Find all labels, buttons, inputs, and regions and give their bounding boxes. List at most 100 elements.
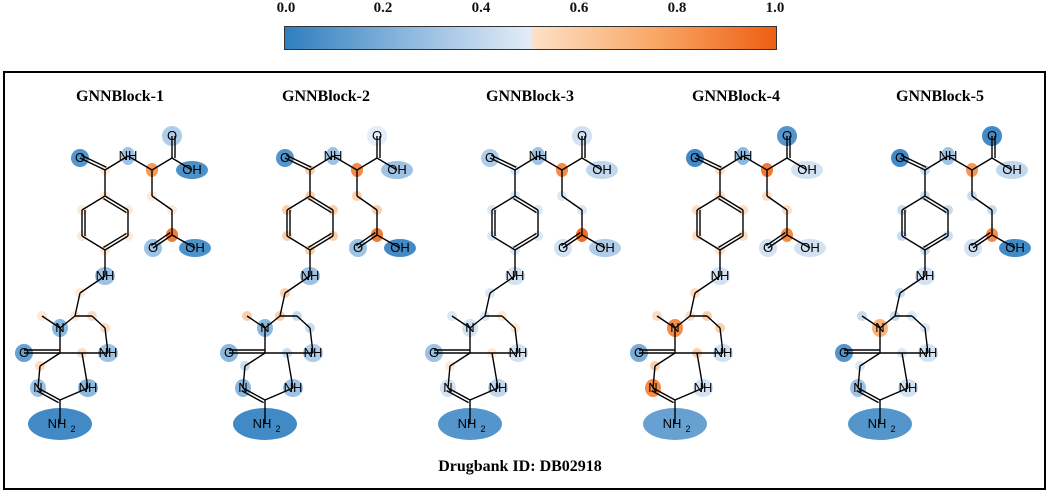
bond [656,315,676,329]
atom-label: OH [1005,240,1025,255]
bond [309,235,334,251]
atom-label: N [260,320,269,335]
figure-frame [3,71,1046,490]
bond [37,365,41,389]
bond [284,275,311,294]
atom-label: N [648,380,657,395]
colorbar-tick-4: 0.8 [667,0,687,16]
atom-label: OH [592,162,612,177]
atom-label: O [19,345,29,360]
atom-label: O [782,128,792,143]
bond [924,327,929,354]
atom-label: NH [119,148,138,163]
atom-label: N [443,380,452,395]
bond [484,292,491,317]
bond [332,155,358,171]
bond [652,387,676,401]
bond [264,387,294,401]
bond [581,157,603,171]
bond [561,157,583,171]
double-bond [103,197,127,214]
panel-title-3: GNNBlock-3 [486,88,574,105]
bond [562,234,583,249]
bond [449,352,471,367]
bond [244,352,266,367]
bond [674,387,704,401]
double-bond [718,197,742,214]
double-bond [923,232,947,249]
bond [561,195,583,211]
bond [694,275,721,294]
bond [514,155,539,171]
double-bond [856,390,879,404]
atom-label: NH [899,380,918,395]
bond [719,195,744,211]
bond [766,195,788,211]
bond [37,387,61,401]
bond [79,275,106,294]
double-bond [80,154,107,168]
atom-label: OH [182,162,202,177]
atom-label: O [224,345,234,360]
bond [719,327,724,354]
atom-label: O [148,240,158,255]
bond [581,234,606,249]
atom-label: OH [595,240,615,255]
bond [719,155,744,171]
bond [171,157,193,171]
bond [376,157,398,171]
double-bond [513,232,537,249]
bond [514,195,539,211]
atom-label-nh2: NH [868,416,887,431]
atom-label: NH [284,380,303,395]
panel-title-2: GNNBlock-2 [282,88,370,105]
atom-label-nh2-sub: 2 [685,424,690,434]
bond [491,235,516,251]
bond [786,234,811,249]
atom-label: O [372,128,382,143]
atom-label: N [670,320,679,335]
bond [279,292,286,317]
bond [81,352,89,389]
bond [859,352,881,367]
atom-label: OH [185,240,205,255]
atom-label: N [875,320,884,335]
double-bond [718,232,742,249]
bond [284,157,311,171]
double-bond [150,231,171,247]
bond [971,157,993,171]
atom-label: O [968,240,978,255]
bond [296,315,311,329]
atom-label: O [485,150,495,165]
atom-label-nh2-sub: 2 [275,424,280,434]
bond [694,157,721,171]
bond [451,315,471,329]
bond [901,352,909,389]
double-bond [241,390,264,404]
colorbar-gradient [284,26,777,50]
atom-label: NH [711,268,730,283]
bond [286,235,311,251]
bond [59,315,76,329]
bond [491,195,516,211]
atom-label: NH [506,268,525,283]
bond [357,234,378,249]
bond [309,195,334,211]
atom-label: O [895,150,905,165]
bond [151,195,173,211]
atom-label: O [167,128,177,143]
double-bond [308,232,332,249]
atom-label-nh2-sub: 2 [70,424,75,434]
atom-label: O [429,345,439,360]
bond [491,352,499,389]
atom-label: NH [509,345,528,360]
atom-label: NH [301,268,320,283]
bond [104,195,129,211]
atom-label: O [558,240,568,255]
bond [894,292,901,317]
bond [242,365,246,389]
bond [246,315,266,329]
atom-label: O [634,345,644,360]
